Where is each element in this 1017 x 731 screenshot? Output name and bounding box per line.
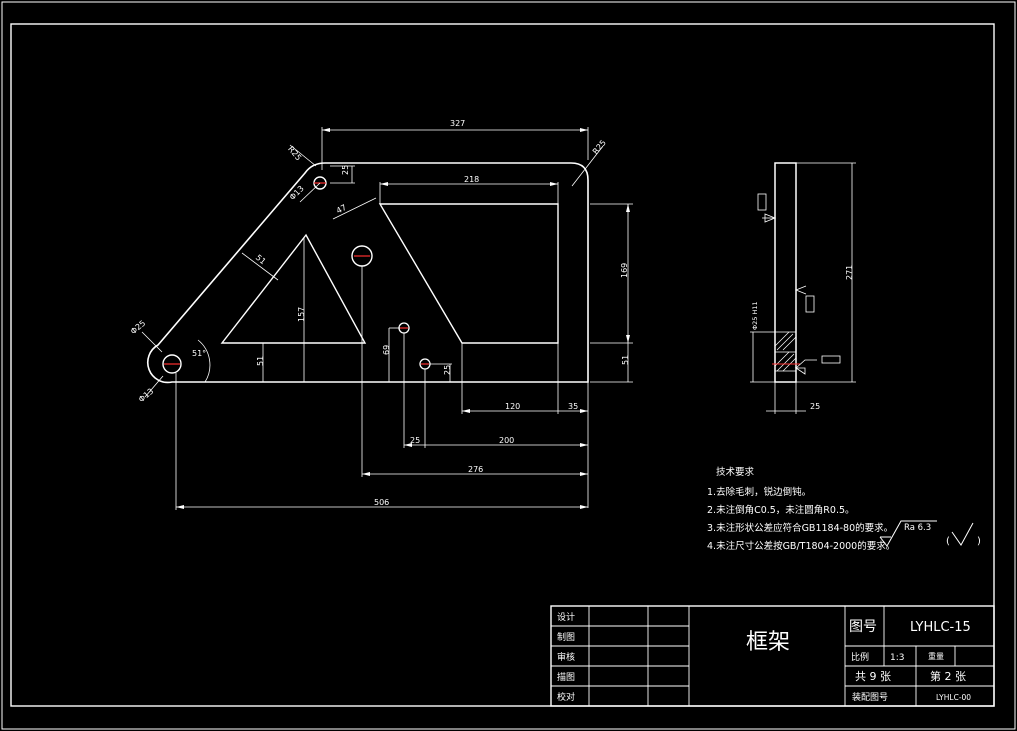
scale-label: 比例 [851, 651, 869, 663]
bore-hatch [774, 331, 797, 372]
triangle-cut [220, 233, 367, 344]
dim-side-bore: Φ25 H11 [751, 301, 759, 330]
front-view [141, 127, 633, 510]
dim-276: 276 [468, 465, 483, 474]
dim-25-lower: 25 [410, 436, 420, 445]
drawing-no-label: 图号 [849, 619, 877, 635]
row-label-review: 审核 [557, 651, 575, 663]
dim-506: 506 [374, 498, 389, 507]
dim-51-left: 51 [256, 356, 265, 366]
note-1: 1.去除毛刺，锐边倒钝。 [707, 486, 811, 498]
part-outline [146, 162, 589, 384]
total-sheets: 共 9 张 [855, 670, 891, 683]
row-label-design: 设计 [557, 611, 575, 623]
dim-218: 218 [464, 175, 479, 184]
sheet-no: 第 2 张 [930, 669, 966, 683]
dim-angle-51: 51° [192, 349, 206, 358]
svg-text:(: ( [946, 536, 950, 547]
pivot-hole-left [162, 354, 182, 374]
dim-r25-top: R25 [286, 145, 303, 163]
dim-25-hole-offset: 25 [341, 165, 350, 175]
row-label-trace: 描图 [557, 671, 575, 683]
dim-169: 169 [620, 263, 629, 278]
inner-frame [10, 23, 995, 707]
right-window [378, 203, 559, 344]
svg-text:): ) [977, 536, 981, 547]
side-outline [774, 162, 797, 383]
scale-value: 1:3 [890, 653, 904, 663]
dim-51-arm: 51 [254, 253, 268, 266]
dim-phi25: Φ25 [129, 319, 147, 336]
dim-200: 200 [499, 436, 514, 445]
note-3: 3.未注形状公差应符合GB1184-80的要求。 [707, 522, 893, 534]
row-label-drawn: 制图 [557, 631, 575, 643]
dim-69: 69 [382, 345, 391, 355]
title-block-text: 设计 制图 审核 描图 校对 框架 图号 LYHLC-15 比例 1:3 重量 … [557, 611, 971, 703]
dim-157: 157 [297, 307, 306, 322]
side-view-dimensions: 271 25 Φ25 H11 [751, 265, 854, 411]
notes-title: 技术要求 [716, 466, 755, 478]
note-4: 4.未注尺寸公差按GB/T1804-2000的要求。 [707, 540, 895, 552]
assembly-no: LYHLC-00 [936, 693, 971, 702]
dim-47: 47 [335, 203, 348, 216]
technical-notes: 技术要求 1.去除毛刺，锐边倒钝。 2.未注倒角C0.5，未注圆角R0.5。 3… [707, 466, 895, 552]
weight-label: 重量 [928, 651, 944, 661]
note-2: 2.未注倒角C0.5，未注圆角R0.5。 [707, 504, 855, 516]
dim-25-small: 25 [443, 365, 452, 375]
dim-35: 35 [568, 402, 578, 411]
drawing-no: LYHLC-15 [910, 620, 971, 635]
title-block [550, 605, 995, 707]
dim-side-271: 271 [845, 265, 854, 280]
row-label-check: 校对 [557, 691, 575, 703]
roughness-value: Ra 6.3 [904, 523, 931, 533]
dim-phi13-left: Φ13 [137, 387, 155, 404]
assembly-label: 装配图号 [852, 691, 888, 703]
part-name: 框架 [746, 630, 790, 655]
dim-327: 327 [450, 119, 465, 128]
dim-r25-right: R25 [591, 138, 608, 156]
dim-side-25: 25 [810, 402, 820, 411]
roughness-symbol: ( ) [879, 520, 981, 547]
front-view-dimensions: 327 218 R25 25 R25 Φ13 47 51 169 157 Φ25… [129, 119, 630, 507]
dim-51-right: 51 [621, 355, 630, 365]
dim-120: 120 [505, 402, 520, 411]
side-view [750, 162, 856, 414]
